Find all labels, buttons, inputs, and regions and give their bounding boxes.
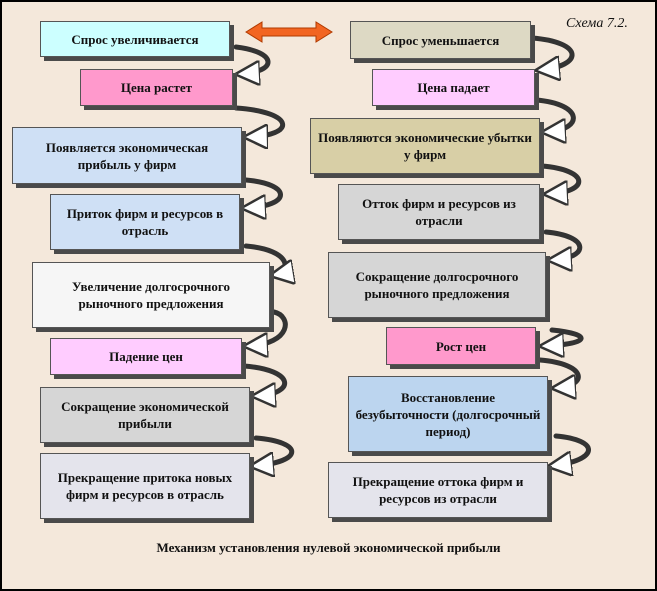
curve-arrow xyxy=(246,177,283,208)
inflow-stop-box: Прекращение притока новых фирм и ресурсо… xyxy=(40,453,250,519)
losses-appear-box: Появляются экономические убытки у фирм xyxy=(310,118,540,174)
outflow-stop-label: Прекращение оттока фирм и ресурсов из от… xyxy=(352,474,524,506)
profit-decrease-box: Сокращение экономической прибыли xyxy=(40,387,250,443)
curve-arrow xyxy=(539,163,582,194)
profit-appears-box: Появляется экономическая прибыль у фирм xyxy=(12,127,242,184)
price-growth-label: Рост цен xyxy=(435,338,487,354)
profit-decrease-label: Сокращение экономической прибыли xyxy=(61,399,229,431)
demand-decreases-box: Спрос уменьшается xyxy=(350,21,531,59)
curve-arrow xyxy=(543,229,583,260)
curve-arrow xyxy=(233,44,271,74)
price-rises-label: Цена растет xyxy=(120,80,193,95)
curve-arrow xyxy=(552,433,591,466)
breakeven-box: Восстановление безубыточности (долгосроч… xyxy=(348,376,548,452)
demand-increases-label: Спрос увеличивается xyxy=(71,31,199,47)
losses-appear-label: Появляются экономические убытки у фирм xyxy=(318,130,532,162)
curve-arrow xyxy=(248,309,288,346)
supply-increase-box: Увеличение долгосрочного рыночного предл… xyxy=(32,262,270,328)
diagram-caption: Механизм установления нулевой экономичес… xyxy=(156,540,501,555)
schema-label: Схема 7.2. xyxy=(566,16,628,31)
curve-arrow xyxy=(241,363,288,396)
curve-arrow xyxy=(254,435,295,466)
outflow-stop-box: Прекращение оттока фирм и ресурсов из от… xyxy=(328,462,548,518)
price-growth-box: Рост цен xyxy=(386,327,536,365)
price-falls-box: Цена падает xyxy=(372,69,535,106)
double-arrow-icon xyxy=(245,21,333,43)
supply-decrease-label: Сокращение долгосрочного рыночного предл… xyxy=(355,269,519,301)
price-fall-label: Падение цен xyxy=(109,349,183,364)
price-rises-box: Цена растет xyxy=(80,69,233,106)
outflow-box: Отток фирм и ресурсов из отрасли xyxy=(338,184,540,240)
curve-arrow xyxy=(233,105,285,137)
inflow-stop-label: Прекращение притока новых фирм и ресурсо… xyxy=(57,470,233,502)
supply-increase-label: Увеличение долгосрочного рыночного предл… xyxy=(72,279,230,311)
price-fall-box: Падение цен xyxy=(50,338,242,375)
breakeven-label: Восстановление безубыточности (долгосроч… xyxy=(355,389,541,439)
inflow-label: Приток фирм и ресурсов в отрасль xyxy=(66,206,224,238)
demand-increases-box: Спрос увеличивается xyxy=(40,21,230,57)
curve-arrow xyxy=(537,357,581,388)
curve-arrow xyxy=(544,327,584,346)
price-falls-label: Цена падает xyxy=(417,80,490,95)
outflow-label: Отток фирм и ресурсов из отрасли xyxy=(362,196,516,228)
curve-arrow xyxy=(529,35,575,70)
inflow-box: Приток фирм и ресурсов в отрасль xyxy=(50,194,240,250)
demand-decreases-label: Спрос уменьшается xyxy=(381,32,500,48)
curve-arrow xyxy=(243,243,285,275)
profit-appears-label: Появляется экономическая прибыль у фирм xyxy=(45,139,209,172)
curve-arrow xyxy=(533,97,576,132)
supply-decrease-box: Сокращение долгосрочного рыночного предл… xyxy=(328,252,546,318)
